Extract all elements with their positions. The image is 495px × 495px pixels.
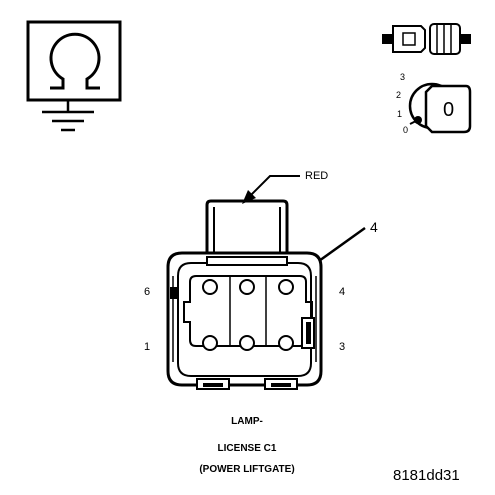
ohm-ground-icon [26, 20, 122, 132]
ignition-position-3: 3 [400, 72, 405, 82]
disconnected-connector-icon [382, 23, 471, 55]
pin-2-cavity [239, 335, 255, 351]
pin-1-cavity [202, 335, 218, 351]
pin-label-4: 4 [339, 286, 345, 298]
pin-3-cavity [278, 335, 294, 351]
caption-line-2: LICENSE C1 [218, 443, 277, 454]
wire-color-label: RED [305, 170, 328, 182]
wire-color-callout: RED [242, 170, 328, 204]
caption-line-3: (POWER LIFTGATE) [199, 464, 294, 475]
ignition-position-0: 0 [403, 125, 408, 135]
pin-label-6: 6 [144, 286, 150, 298]
ignition-position-2: 2 [396, 90, 401, 100]
pin-6-cavity [202, 279, 218, 295]
ignition-key-icon: 3 2 1 0 0 [396, 72, 472, 135]
ignition-position-1: 1 [397, 109, 402, 119]
pin-label-3: 3 [339, 341, 345, 353]
ignition-key-label: 0 [443, 99, 454, 121]
figure-id: 8181dd31 [393, 467, 460, 484]
pin-5-cavity [239, 279, 255, 295]
pin-callout-label: 4 [370, 219, 378, 235]
connector-body [166, 199, 323, 390]
caption-line-1: LAMP- [231, 416, 263, 427]
pin-label-1: 1 [144, 341, 150, 353]
pin-4-cavity [278, 279, 294, 295]
